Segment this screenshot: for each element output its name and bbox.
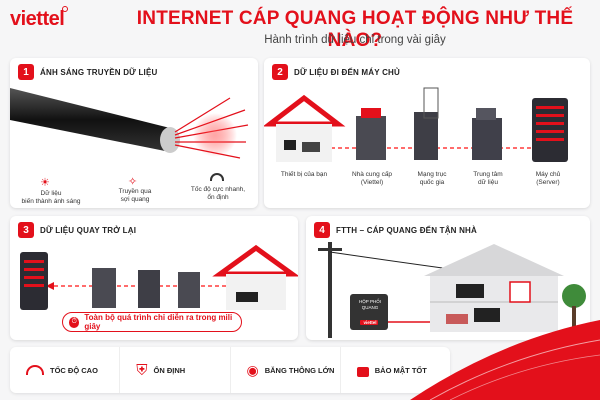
page-title: INTERNET CÁP QUANG HOẠT ĐỘNG NHƯ THẾ NÀO… <box>136 8 574 51</box>
section-2-title: DỮ LIỆU ĐI ĐẾN MÁY CHỦ <box>294 67 401 77</box>
feature-stable: ⛨ ỔN ĐỊNH <box>120 347 231 393</box>
section-2-item-1-label: Thiết bị của bạn <box>280 171 328 178</box>
feature-bandwidth: ◉ BĂNG THÔNG LỚN <box>231 347 341 393</box>
brand-logo: viettel <box>10 6 69 31</box>
shield-check-icon: ⛨ <box>136 361 148 379</box>
section-1-card: 1 ÁNH SÁNG TRUYỀN DỮ LIỆU ☀ Dữ liệu biến… <box>10 58 258 208</box>
feature-security: BẢO MẬT TỐT <box>341 347 450 393</box>
section-1-item-2-label: Truyền qua sợi quang <box>118 188 152 204</box>
section-2-card: 2 DỮ LIỆU ĐI ĐẾN MÁY CHỦ Thiết bị của bạ… <box>264 58 590 208</box>
ftth-illustration <box>318 242 586 338</box>
section-4-title: FTTH – CÁP QUANG ĐẾN TẬN NHÀ <box>336 225 478 235</box>
section-2-item-4-label: Trung tâm dữ liệu <box>473 171 503 187</box>
sun-icon: ☀ <box>40 177 50 189</box>
timing-note: ⏱ Toàn bộ quá trình chỉ diễn ra trong mi… <box>62 312 242 332</box>
section-1-number: 1 <box>18 64 34 80</box>
feature-stable-label: ỔN ĐỊNH <box>153 365 186 375</box>
section-1-title: ÁNH SÁNG TRUYỀN DỮ LIỆU <box>40 67 158 77</box>
feature-speed-label: TỐC ĐỘ CAO <box>50 365 98 375</box>
section-3-number: 3 <box>18 222 34 238</box>
page-subtitle: Hành trình dữ liệu chỉ trong vài giây <box>264 34 446 46</box>
light-fiber-icon: ✧ <box>128 176 138 188</box>
section-2-number: 2 <box>272 64 288 80</box>
feature-speed: TỐC ĐỘ CAO <box>10 347 121 393</box>
speedometer-icon <box>26 365 44 375</box>
data-path-illustration <box>264 87 568 162</box>
section-2-item-2-label: Nhà cung cấp (Viettel) <box>351 171 393 187</box>
section-4-card: 4 FTTH – CÁP QUANG ĐẾN TẬN NHÀ HỘP PHỐI … <box>306 216 590 340</box>
decorative-swoosh <box>410 320 600 400</box>
timing-note-text: Toàn bộ quá trình chỉ diễn ra trong mili… <box>84 313 233 331</box>
section-2-item-3-label: Mạng trục quốc gia <box>417 171 447 187</box>
section-3-title: DỮ LIỆU QUAY TRỞ LẠI <box>40 225 137 235</box>
clock-icon: ⏱ <box>69 316 80 328</box>
feature-bandwidth-label: BĂNG THÔNG LỚN <box>264 365 335 375</box>
section-1-item-1-label: Dữ liệu biến thành ánh sáng <box>21 190 81 206</box>
speedometer-icon <box>210 173 224 181</box>
lock-icon <box>356 367 369 377</box>
fiber-cable-illustration <box>10 88 249 159</box>
features-bar: TỐC ĐỘ CAO ⛨ ỔN ĐỊNH ◉ BĂNG THÔNG LỚN BẢ… <box>10 347 450 393</box>
feature-security-label: BẢO MẬT TỐT <box>374 365 427 375</box>
section-2-item-5-label: Máy chủ (Server) <box>535 171 561 187</box>
distribution-box-brand: viettel <box>363 320 377 325</box>
wifi-icon: ◉ <box>246 361 259 378</box>
distribution-box-label: HỘP PHỐI QUANG <box>359 299 381 310</box>
data-return-illustration <box>20 244 298 310</box>
section-1-item-3-label: Tốc độ cực nhanh, ổn định <box>190 186 246 202</box>
section-3-card: 3 DỮ LIỆU QUAY TRỞ LẠI ⏱ Toàn bộ quá trì… <box>10 216 298 340</box>
section-4-number: 4 <box>314 222 330 238</box>
